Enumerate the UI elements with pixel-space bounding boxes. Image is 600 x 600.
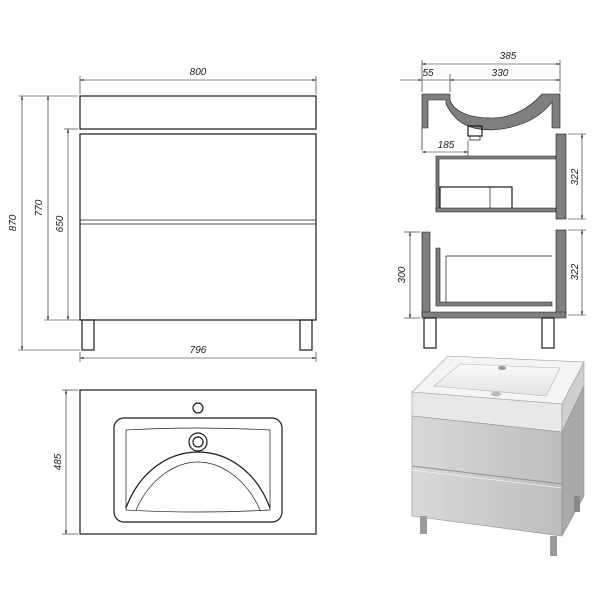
- render-basin: [433, 363, 561, 397]
- side-leg-back: [423, 317, 437, 349]
- dim-drawer-height-top: 322: [570, 168, 581, 185]
- side-bottom-panel: [421, 311, 567, 319]
- side-upper-front-panel: [555, 133, 567, 220]
- front-leg-right: [299, 319, 313, 351]
- dim-leg-height: 300: [397, 266, 408, 283]
- top-basin-outer: [113, 417, 283, 523]
- front-leg-left: [81, 319, 95, 351]
- render-leg-front-left: [420, 516, 427, 534]
- dim-height-body: 650: [55, 215, 66, 232]
- render-view: [411, 355, 585, 556]
- dim-top-depth: 485: [53, 453, 64, 470]
- front-cabinet-body: [79, 133, 317, 321]
- dim-drawer-height-bottom: 322: [570, 263, 581, 280]
- side-lower-drawer-box: [435, 247, 553, 307]
- top-drain: [188, 432, 208, 452]
- side-back-panel: [421, 231, 431, 317]
- top-view: 485: [53, 389, 317, 535]
- front-worktop: [79, 95, 317, 130]
- dim-height-worktop: 770: [34, 199, 45, 216]
- top-faucet-hole: [192, 402, 204, 414]
- side-basin-section: [421, 93, 561, 131]
- side-drain: [467, 125, 483, 137]
- dim-height-total: 870: [8, 214, 19, 231]
- dim-width-bottom: 796: [190, 345, 207, 356]
- top-basin-curve: [125, 451, 271, 509]
- render-cabinet-front: [411, 415, 563, 537]
- side-lower-front-panel: [555, 229, 567, 316]
- front-view: 800 870 770 650 796: [8, 67, 317, 362]
- render-leg-front-right: [550, 536, 557, 556]
- dim-width-top: 800: [190, 67, 207, 78]
- side-section-view: 385 55 330 185 322 322 300: [397, 51, 586, 349]
- dim-drawer-inner: 185: [438, 140, 455, 151]
- side-leg-front: [541, 317, 555, 349]
- side-upper-drawer-inner: [439, 186, 513, 210]
- dim-wall-gap: 55: [422, 68, 434, 79]
- side-upper-drawer-box: [435, 155, 557, 211]
- dim-depth-total: 385: [500, 51, 517, 62]
- top-worktop-outline: [79, 389, 317, 535]
- dim-basin-depth: 330: [492, 68, 509, 79]
